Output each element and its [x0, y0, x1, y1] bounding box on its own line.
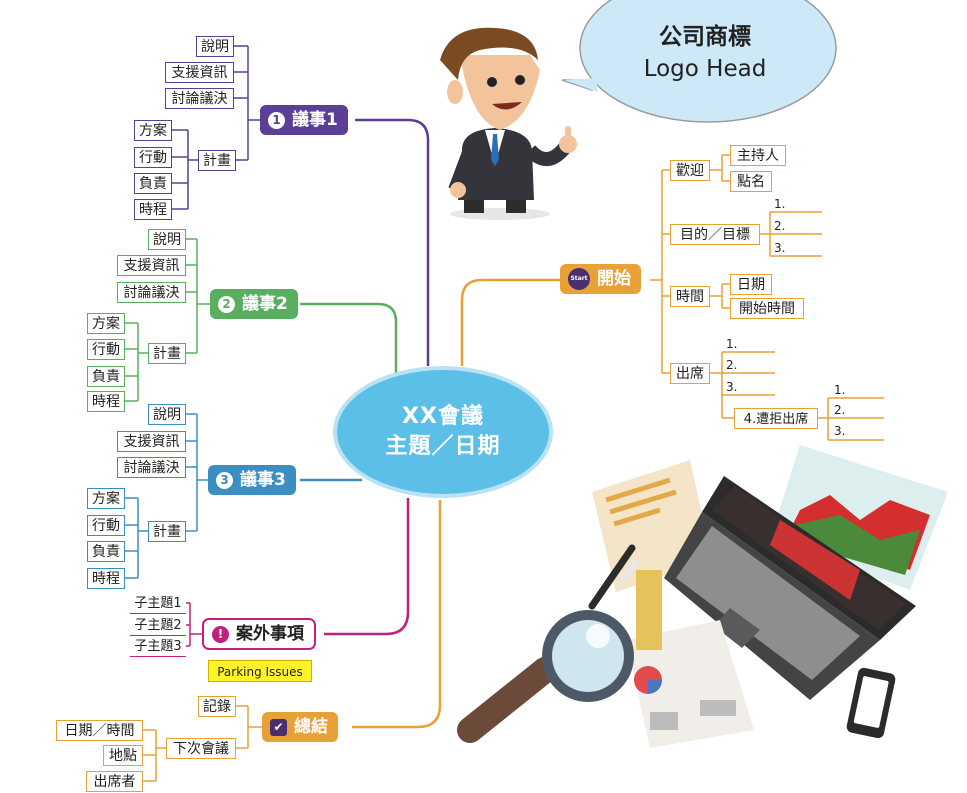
summary-next-meeting[interactable]: 下次會議	[166, 738, 236, 759]
absent-item-1[interactable]: 1.	[834, 383, 846, 397]
agenda1-item-support[interactable]: 支援資訊	[165, 62, 234, 83]
agenda1-node[interactable]: 1 議事1	[260, 105, 348, 135]
agenda2-item-decide[interactable]: 討論議決	[117, 282, 186, 303]
parking-issues-tag: Parking Issues	[208, 660, 312, 682]
parking-subtopic-3[interactable]: 子主題3	[130, 636, 186, 657]
purpose-item-2[interactable]: 2.	[774, 219, 786, 233]
center-title: XX會議	[402, 404, 484, 429]
ruler-icon	[636, 570, 662, 650]
start-time[interactable]: 時間	[670, 286, 710, 307]
agenda3-label: 議事3	[240, 470, 286, 490]
time-start[interactable]: 開始時間	[730, 298, 804, 319]
agenda2-plan[interactable]: 計畫	[148, 343, 186, 364]
center-subtitle: 主題／日期	[385, 434, 501, 459]
agenda2-label: 議事2	[242, 294, 288, 314]
logo-head: 公司商標 Logo Head	[600, 20, 810, 84]
number-1-icon: 1	[268, 111, 285, 129]
checkmark-icon: ✔	[270, 718, 287, 736]
agenda1-label: 議事1	[292, 110, 338, 130]
absent-item-3[interactable]: 3.	[834, 424, 846, 438]
next-meeting-datetime[interactable]: 日期／時間	[56, 720, 143, 741]
agenda1-plan-action[interactable]: 行動	[134, 147, 172, 168]
welcome-host[interactable]: 主持人	[730, 145, 786, 166]
attendance-item-1[interactable]: 1.	[726, 337, 738, 351]
parking-node[interactable]: ! 案外事項	[202, 618, 316, 650]
start-purpose[interactable]: 目的／目標	[670, 224, 760, 245]
agenda2-node[interactable]: 2 議事2	[210, 289, 298, 319]
agenda2-plan-schedule[interactable]: 時程	[87, 391, 125, 412]
welcome-rollcall[interactable]: 點名	[730, 171, 772, 192]
magnifier-icon	[457, 610, 634, 743]
start-node[interactable]: Start 開始	[560, 264, 641, 294]
parking-subtopic-1[interactable]: 子主題1	[130, 593, 186, 614]
agenda3-plan-owner[interactable]: 負責	[87, 541, 125, 562]
agenda1-plan[interactable]: 計畫	[198, 150, 236, 171]
attendance-item-2[interactable]: 2.	[726, 358, 738, 372]
summary-node[interactable]: ✔ 總結	[262, 712, 338, 742]
agenda1-item-explain[interactable]: 說明	[196, 36, 234, 57]
next-meeting-place[interactable]: 地點	[103, 745, 143, 766]
agenda3-plan[interactable]: 計畫	[148, 521, 186, 542]
parking-subtopic-2[interactable]: 子主題2	[130, 615, 186, 636]
logo-subtitle: Logo Head	[643, 56, 767, 82]
start-attendance[interactable]: 出席	[670, 363, 710, 384]
center-topic[interactable]: XX會議 主題／日期	[333, 366, 553, 498]
agenda1-item-decide[interactable]: 討論議決	[165, 88, 234, 109]
number-2-icon: 2	[218, 295, 235, 313]
agenda2-plan-owner[interactable]: 負責	[87, 366, 125, 387]
agenda3-item-decide[interactable]: 討論議決	[117, 457, 186, 478]
purpose-item-1[interactable]: 1.	[774, 197, 786, 211]
spreadsheet-icon	[626, 620, 754, 748]
phone-icon	[846, 667, 896, 739]
start-welcome[interactable]: 歡迎	[670, 160, 710, 181]
agenda1-plan-schedule[interactable]: 時程	[134, 199, 172, 220]
speech-bubble-icon	[561, 0, 837, 123]
attendance-item-3[interactable]: 3.	[726, 380, 738, 394]
agenda1-plan-option[interactable]: 方案	[134, 120, 172, 141]
agenda3-item-explain[interactable]: 說明	[148, 404, 186, 425]
agenda3-node[interactable]: 3 議事3	[208, 465, 296, 495]
next-meeting-attendees[interactable]: 出席者	[86, 771, 143, 792]
agenda2-item-explain[interactable]: 說明	[148, 229, 186, 250]
logo-title: 公司商標	[659, 24, 751, 50]
start-label: 開始	[597, 269, 631, 289]
exclamation-icon: !	[212, 625, 229, 643]
agenda1-plan-owner[interactable]: 負責	[134, 173, 172, 194]
agenda3-plan-action[interactable]: 行動	[87, 515, 125, 536]
summary-label: 總結	[294, 717, 328, 737]
time-date[interactable]: 日期	[730, 274, 772, 295]
start-icon: Start	[568, 268, 590, 290]
pen-icon	[588, 544, 639, 610]
agenda3-plan-schedule[interactable]: 時程	[87, 568, 125, 589]
absent-item-2[interactable]: 2.	[834, 403, 846, 417]
businessman-icon	[440, 27, 577, 220]
agenda2-item-support[interactable]: 支援資訊	[117, 255, 186, 276]
agenda3-plan-option[interactable]: 方案	[87, 488, 125, 509]
agenda2-plan-option[interactable]: 方案	[87, 313, 125, 334]
attendance-absent[interactable]: 4.遭拒出席	[734, 408, 818, 429]
agenda2-plan-action[interactable]: 行動	[87, 339, 125, 360]
purpose-item-3[interactable]: 3.	[774, 241, 786, 255]
parking-label: 案外事項	[236, 624, 304, 644]
number-3-icon: 3	[216, 471, 233, 489]
laptop-icon	[664, 476, 916, 700]
summary-record[interactable]: 記錄	[198, 696, 236, 717]
agenda3-item-support[interactable]: 支援資訊	[117, 431, 186, 452]
